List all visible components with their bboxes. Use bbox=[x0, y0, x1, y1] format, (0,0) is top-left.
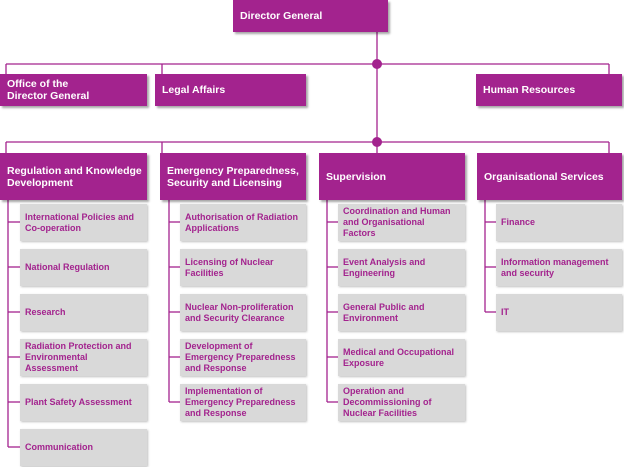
unit-label: Radiation Protection and Environmental A… bbox=[25, 341, 132, 373]
staff-label: Human Resources bbox=[483, 84, 576, 96]
staff-box-legal-affairs: Legal Affairs bbox=[155, 74, 306, 106]
unit-box: Operation and Decommissioning of Nuclear… bbox=[338, 384, 465, 421]
unit-label: National Regulation bbox=[25, 262, 110, 272]
unit-box: International Policies and Co-operation bbox=[20, 204, 147, 241]
unit-label: Coordination and Human and Organisationa… bbox=[343, 206, 451, 238]
unit-label: International Policies and Co-operation bbox=[25, 211, 135, 233]
department-box-emergency: Emergency Preparedness, Security and Lic… bbox=[160, 153, 306, 200]
junction-dot bbox=[372, 137, 382, 147]
department-label: Organisational Services bbox=[484, 170, 604, 183]
unit-label: Research bbox=[25, 307, 66, 317]
department-box-supervision: Supervision bbox=[319, 153, 465, 200]
department-box-organisational-services: Organisational Services bbox=[477, 153, 622, 200]
unit-box: Authorisation of Radiation Applications bbox=[180, 204, 306, 241]
department-label: Regulation and Knowledge Development bbox=[7, 164, 142, 189]
unit-label: Communication bbox=[25, 442, 94, 452]
unit-label: Finance bbox=[501, 217, 536, 227]
unit-box: General Public and Environment bbox=[338, 294, 465, 331]
unit-box: Development of Emergency Preparedness an… bbox=[180, 339, 306, 376]
staff-label: Legal Affairs bbox=[162, 84, 226, 96]
department-box-regulation: Regulation and Knowledge Development bbox=[0, 153, 147, 200]
unit-label: Licensing of Nuclear Facilities bbox=[185, 256, 274, 278]
unit-label: Plant Safety Assessment bbox=[25, 397, 132, 407]
unit-box: Communication bbox=[20, 429, 147, 466]
unit-label: Nuclear Non-proliferation and Security C… bbox=[185, 301, 294, 323]
director-general-box: Director General bbox=[233, 0, 388, 32]
unit-label: General Public and Environment bbox=[343, 301, 425, 323]
unit-label: Operation and Decommissioning of Nuclear… bbox=[343, 386, 432, 418]
staff-box-human-resources: Human Resources bbox=[476, 74, 622, 106]
unit-box: Radiation Protection and Environmental A… bbox=[20, 339, 147, 376]
unit-label: Development of Emergency Preparedness an… bbox=[185, 341, 296, 373]
unit-box: Event Analysis and Engineering bbox=[338, 249, 465, 286]
unit-label: Implementation of Emergency Preparedness… bbox=[185, 386, 296, 418]
unit-box: Licensing of Nuclear Facilities bbox=[180, 249, 306, 286]
unit-box: IT bbox=[496, 294, 622, 331]
department-label: Supervision bbox=[326, 170, 387, 183]
unit-box: Finance bbox=[496, 204, 622, 241]
unit-box: Coordination and Human and Organisationa… bbox=[338, 204, 465, 241]
unit-label: Authorisation of Radiation Applications bbox=[185, 211, 298, 233]
unit-box: Implementation of Emergency Preparedness… bbox=[180, 384, 306, 421]
director-general-label: Director General bbox=[240, 10, 323, 22]
unit-label: Event Analysis and Engineering bbox=[343, 256, 426, 278]
junction-dot bbox=[372, 59, 382, 69]
unit-box: Medical and Occupational Exposure bbox=[338, 339, 465, 376]
unit-box: Plant Safety Assessment bbox=[20, 384, 147, 421]
staff-box-office-of-dg: Office of the Director General bbox=[0, 74, 147, 106]
unit-box: National Regulation bbox=[20, 249, 147, 286]
unit-label: Information management and security bbox=[501, 256, 609, 278]
staff-label: Office of the Director General bbox=[7, 78, 90, 102]
unit-box: Research bbox=[20, 294, 147, 331]
unit-box: Information management and security bbox=[496, 249, 622, 286]
unit-label: Medical and Occupational Exposure bbox=[343, 346, 455, 368]
department-label: Emergency Preparedness, Security and Lic… bbox=[167, 164, 299, 189]
unit-box: Nuclear Non-proliferation and Security C… bbox=[180, 294, 306, 331]
unit-label: IT bbox=[501, 307, 509, 317]
